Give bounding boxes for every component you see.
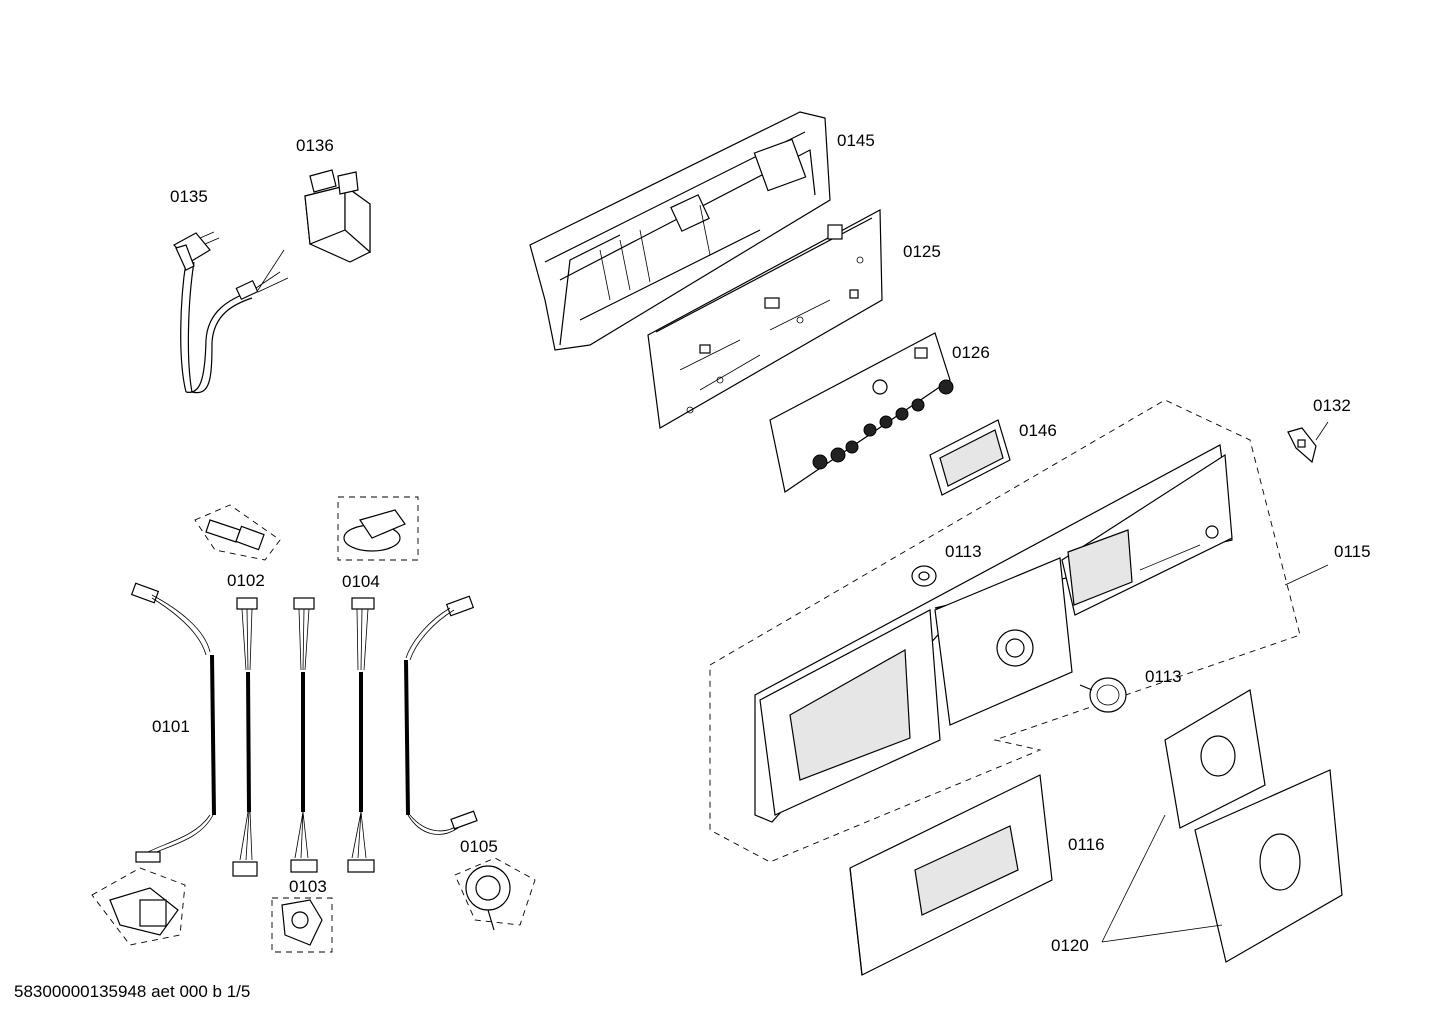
bracket-part <box>1287 421 1329 464</box>
part-label-0115: 0115 <box>1334 542 1371 561</box>
part-label-0113-lower: 0113 <box>1145 667 1182 686</box>
part-label-0125: 0125 <box>903 242 941 261</box>
wire-harness-0105 <box>404 595 478 835</box>
part-label-0135: 0135 <box>170 187 208 206</box>
knob-part-upper <box>911 565 937 587</box>
part-label-0116: 0116 <box>1068 835 1105 854</box>
module-housing-part <box>529 111 831 351</box>
component-0102 <box>194 504 281 561</box>
component-0103 <box>271 897 333 953</box>
knob-part-lower <box>1079 677 1127 713</box>
part-label-0103: 0103 <box>289 877 327 896</box>
wire-harness-0103 <box>290 597 318 873</box>
power-cord-part <box>173 231 289 394</box>
part-label-0136: 0136 <box>296 136 334 155</box>
part-label-0146: 0146 <box>1019 421 1057 440</box>
part-label-0145: 0145 <box>837 131 875 150</box>
wire-harness-left <box>130 582 216 863</box>
key-pcb-part <box>769 332 954 493</box>
cover-plate-part <box>1101 689 1343 963</box>
wire-harness-0102 <box>232 597 258 877</box>
part-label-0113-upper: 0113 <box>945 542 982 561</box>
fascia-panel-part <box>754 444 1233 823</box>
component-0105 <box>454 857 536 931</box>
display-part <box>929 419 1011 496</box>
component-0104 <box>337 496 419 561</box>
fascia-outline <box>709 399 1301 863</box>
part-label-0105: 0105 <box>460 837 498 856</box>
main-pcb-part <box>647 209 883 429</box>
document-footer-id: 58300000135948 aet 000 b 1/5 <box>14 982 251 1001</box>
part-label-0132: 0132 <box>1313 396 1351 415</box>
suppressor-filter-part <box>304 169 371 263</box>
part-label-0102: 0102 <box>227 571 265 590</box>
part-label-0101: 0101 <box>152 717 190 736</box>
drawer-handle-part <box>849 774 1053 976</box>
wire-harness-0104 <box>347 597 375 873</box>
component-0101 <box>91 867 186 946</box>
part-label-0104: 0104 <box>342 572 380 591</box>
switch-knobs <box>812 379 954 470</box>
part-label-0120: 0120 <box>1051 936 1089 955</box>
part-label-0126: 0126 <box>952 343 990 362</box>
